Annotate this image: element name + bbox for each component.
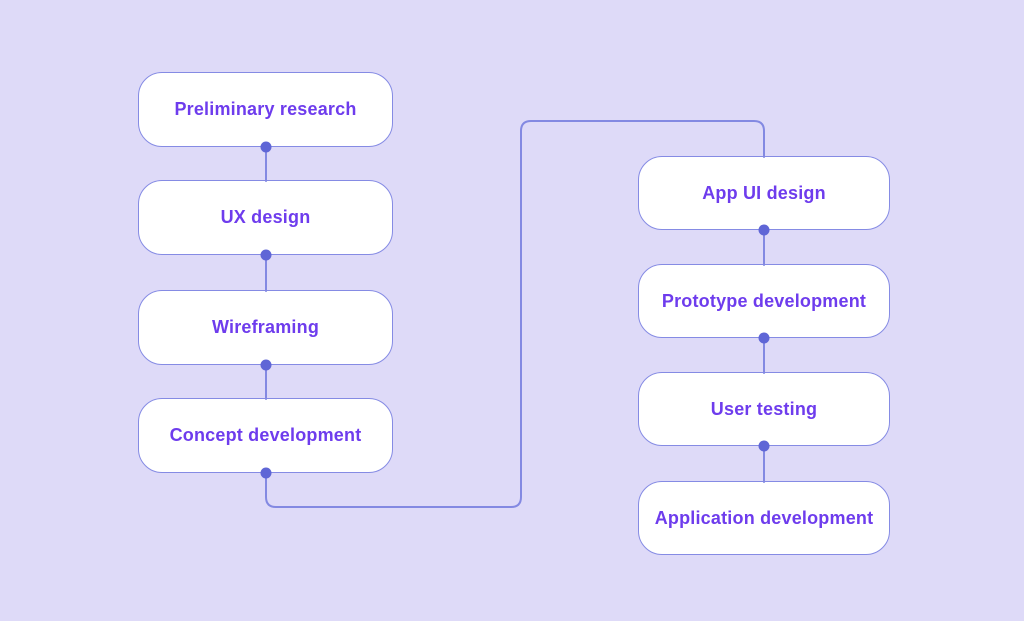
flow-node-label: User testing [710,398,818,419]
flow-node-app-ui-design: App UI design [638,156,890,230]
flow-node-label: Application development [654,507,874,528]
flow-node-wireframing: Wireframing [138,290,393,365]
flow-node-concept-development: Concept development [138,398,393,473]
flow-node-preliminary-research: Preliminary research [138,72,393,147]
flow-node-label: UX design [220,207,311,227]
flow-node-application-development: Application development [638,481,890,555]
flow-node-ux-design: UX design [138,180,393,255]
flow-node-label: Wireframing [211,317,320,337]
flow-node-label: Preliminary research [174,99,357,119]
flow-node-prototype-development: Prototype development [638,264,890,338]
flow-node-label: App UI design [702,182,826,203]
flow-node-label: Prototype development [661,290,867,311]
flow-node-label: Concept development [169,425,362,445]
flow-node-user-testing: User testing [638,372,890,446]
